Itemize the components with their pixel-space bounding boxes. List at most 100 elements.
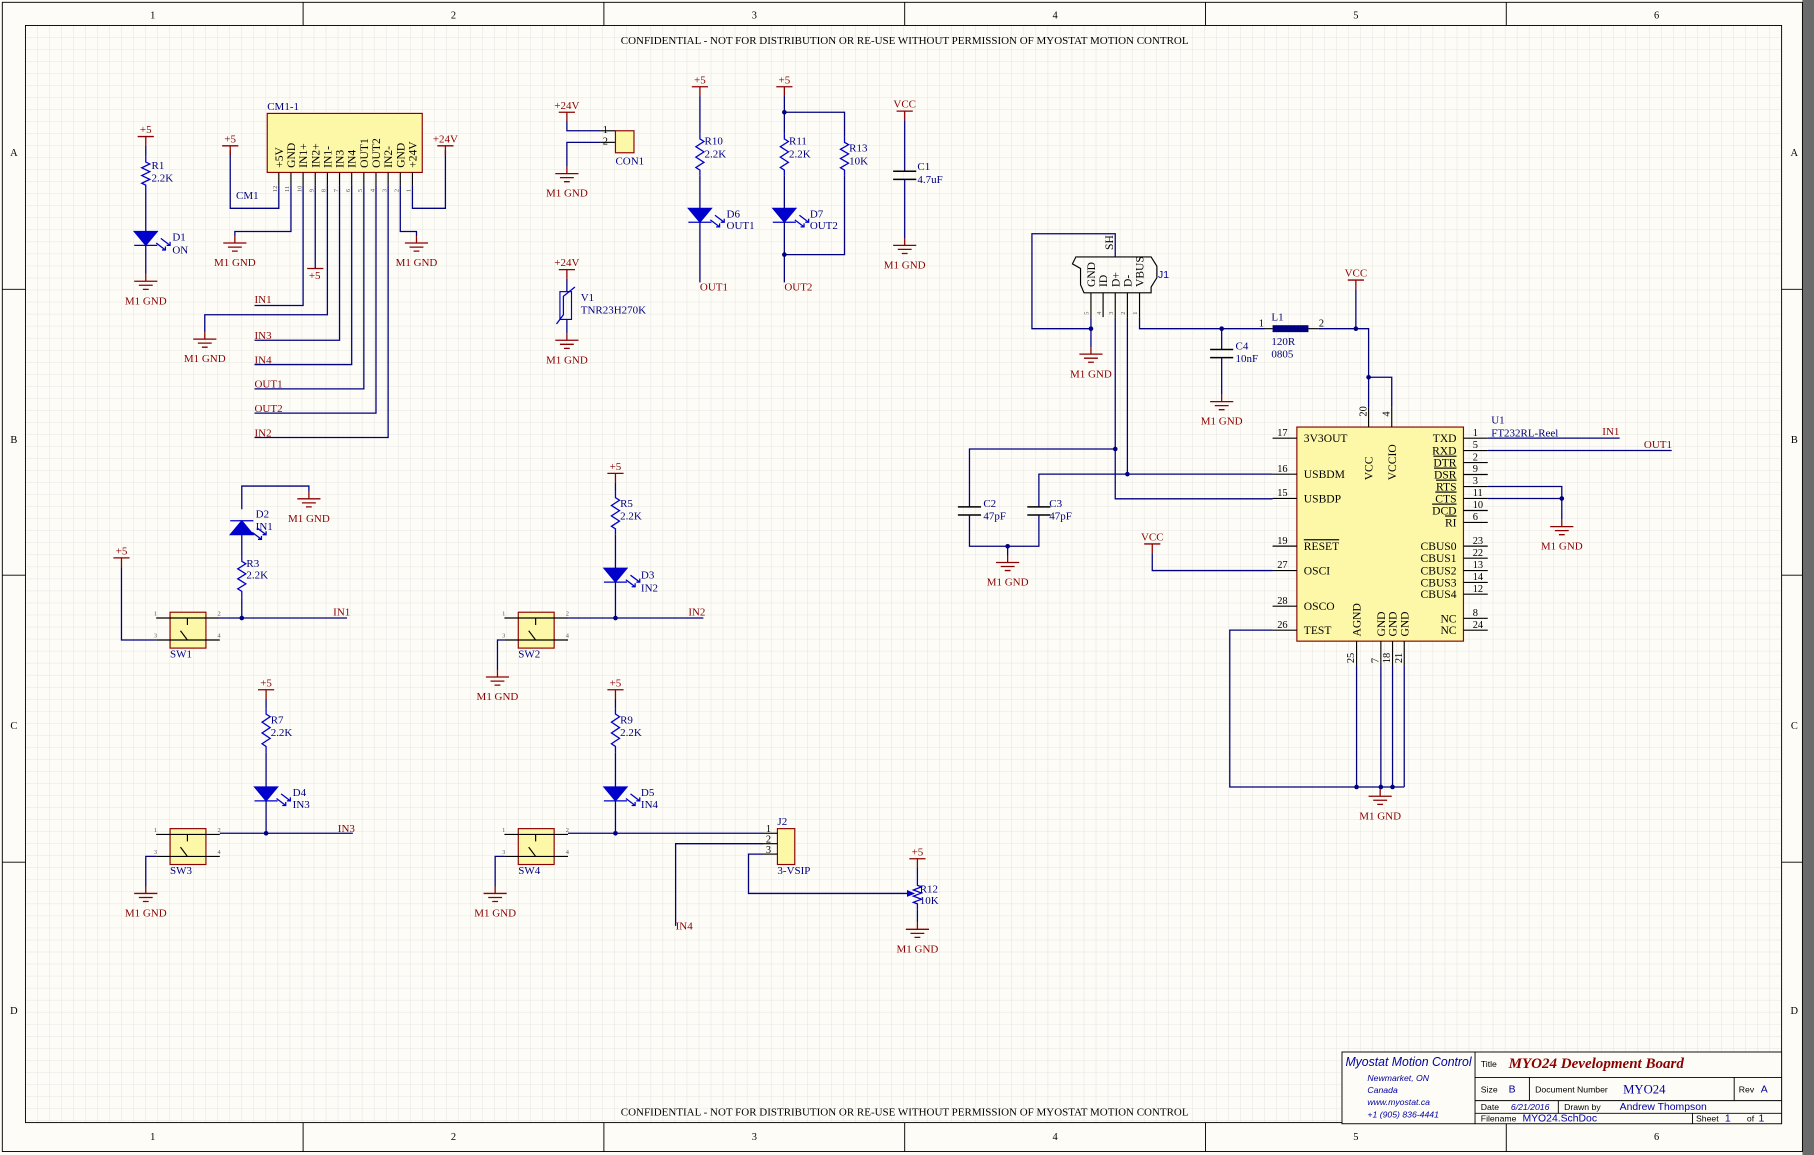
- ground-label: M1 GND: [1359, 810, 1401, 822]
- power-label: +5: [309, 270, 321, 282]
- j1-pin-name: VBUS: [1134, 256, 1147, 287]
- u1-pin-number: 1: [1473, 428, 1478, 439]
- column-label: 5: [1353, 11, 1358, 22]
- u1-pin-number: 9: [1473, 464, 1478, 475]
- switch-pin-number: 4: [566, 633, 570, 640]
- connector-j2[interactable]: [776, 828, 796, 866]
- junction-dot: [1088, 326, 1094, 331]
- row-label: B: [1791, 435, 1798, 446]
- cm1-pin-number: 3: [381, 189, 388, 192]
- document-number: MYO24: [1623, 1083, 1666, 1097]
- power-label: +5: [224, 133, 236, 145]
- power-port-icon: [607, 472, 624, 483]
- connector-cm1[interactable]: [266, 112, 423, 174]
- label: TNR23H270K: [581, 305, 646, 317]
- u1-pin-name: AGND: [1351, 603, 1364, 636]
- ground-icon: [893, 244, 917, 255]
- wire: [254, 185, 389, 439]
- net-label-in1: IN1: [333, 607, 350, 619]
- label: R1: [152, 160, 165, 172]
- resistor-icon: [911, 879, 924, 910]
- ic-u1-ft232rl[interactable]: [1296, 426, 1465, 642]
- u1-pin-number: 25: [1346, 653, 1357, 663]
- wire: [674, 843, 764, 926]
- wire: [254, 185, 304, 307]
- cm1-pin-name: GND: [285, 143, 298, 168]
- net-label-out1: OUT1: [1644, 439, 1672, 451]
- column-label: 2: [451, 1132, 456, 1143]
- label: D7: [810, 209, 824, 221]
- u1-pin-number: 12: [1473, 584, 1483, 595]
- wire: [234, 185, 292, 237]
- u1-part-number: FT232RL-Reel: [1491, 427, 1558, 439]
- j1-pin-name: ID: [1097, 275, 1110, 287]
- u1-pin-number: 7: [1371, 658, 1382, 663]
- label: R3: [246, 558, 259, 570]
- label: 10nF: [1236, 353, 1259, 365]
- rev-label: Rev: [1739, 1085, 1755, 1095]
- power-label: +24V: [554, 100, 579, 112]
- resistor-icon: [610, 708, 621, 753]
- varistor-slash: [555, 286, 576, 325]
- cm1-designator: CM1-1: [267, 101, 299, 113]
- ground-icon: [404, 242, 429, 252]
- company-address: Canada: [1367, 1085, 1398, 1095]
- cm1-pin-name: GND: [394, 143, 407, 168]
- u1-pin-name: NC: [1440, 612, 1456, 625]
- ground-icon: [297, 498, 321, 508]
- j1-designator: J1: [1158, 270, 1169, 281]
- label: 2.2K: [271, 727, 293, 739]
- u1-pin-number: 28: [1277, 596, 1287, 607]
- u1-pin-name: CBUS1: [1421, 552, 1457, 565]
- j1-pin-name: GND: [1085, 262, 1098, 287]
- u1-pin-number: 6: [1473, 512, 1478, 523]
- power-label: +5: [779, 74, 791, 86]
- label: D4: [293, 787, 307, 799]
- connector-con1[interactable]: [614, 130, 635, 154]
- u1-pin-name: CBUS3: [1421, 577, 1457, 590]
- wire: [1151, 553, 1273, 572]
- net-label-in3: IN3: [255, 330, 273, 342]
- power-label: +24V: [433, 133, 458, 145]
- column-label: 2: [451, 11, 456, 22]
- ground-icon: [485, 676, 510, 686]
- led-icon: [132, 230, 159, 247]
- u1-pin-name: OSCO: [1304, 600, 1335, 613]
- label: C3: [1049, 498, 1062, 510]
- wire: [747, 853, 910, 895]
- resistor-icon: [260, 708, 272, 753]
- power-label: +5: [140, 124, 152, 136]
- switch-pin-number: 2: [566, 827, 569, 834]
- label: OUT2: [810, 220, 838, 232]
- light-emission-icon: [276, 793, 292, 807]
- net-label-out2: OUT2: [784, 281, 812, 293]
- label: 2.2K: [152, 173, 174, 185]
- power-label: +24V: [554, 257, 579, 269]
- ground-label: M1 GND: [477, 691, 519, 703]
- u1-pin-name: CBUS0: [1421, 540, 1457, 553]
- u1-pin-name: TXD: [1433, 432, 1457, 445]
- u1-designator: U1: [1491, 415, 1504, 427]
- company-name: Myostat Motion Control: [1345, 1054, 1472, 1069]
- ground-label: M1 GND: [987, 577, 1029, 589]
- switch-pin-number: 4: [217, 633, 221, 640]
- cm1-pin-name: IN1-: [321, 146, 334, 168]
- power-label: +5: [260, 677, 272, 689]
- power-port-icon: [137, 135, 154, 146]
- label: IN1: [256, 521, 273, 533]
- row-label: A: [10, 148, 18, 159]
- cm1-pin-name: IN4: [346, 150, 359, 168]
- date-label: Date: [1481, 1102, 1499, 1112]
- cm1-pin-number: 9: [309, 189, 316, 192]
- wire: [968, 448, 1116, 507]
- u1-pin-number: 17: [1277, 428, 1287, 439]
- j2-pin-number: 3: [766, 845, 771, 856]
- u1-pin-number: 3: [1473, 476, 1478, 487]
- ground-label: M1 GND: [288, 513, 330, 525]
- usb-connector-j1[interactable]: [1071, 256, 1158, 294]
- cm1-pin-number: 6: [345, 189, 352, 192]
- u1-pin-name: TEST: [1304, 624, 1332, 637]
- varistor-icon: [559, 291, 573, 320]
